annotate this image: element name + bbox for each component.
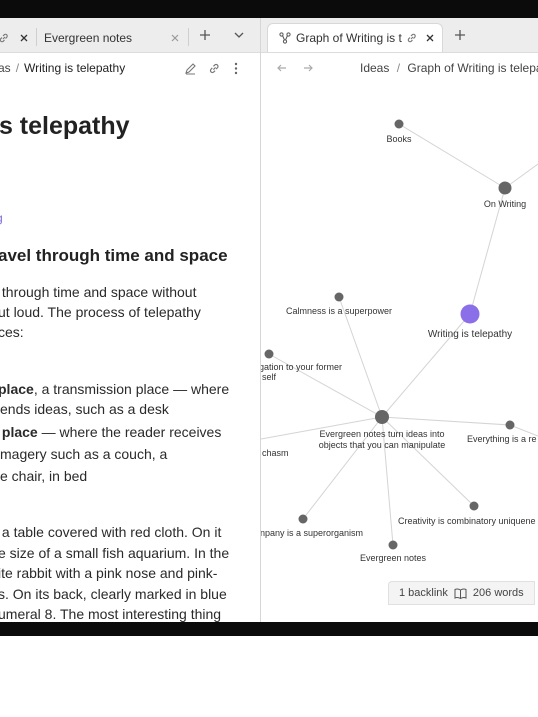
graph-edge: [381, 416, 511, 426]
note-editor[interactable]: is telepathy g avel through time and spa…: [0, 84, 260, 622]
note-heading: avel through time and space: [0, 246, 228, 265]
link-icon[interactable]: [206, 62, 222, 75]
edit-pencil-icon[interactable]: [182, 62, 198, 75]
breadcrumb-current[interactable]: Writing is telepathy: [24, 61, 126, 75]
graph-edge: [302, 416, 383, 520]
graph-label-on-writing: On Writing: [484, 199, 526, 209]
device-bezel-top: [0, 0, 538, 18]
graph-edge: [381, 416, 394, 546]
chevron-down-icon[interactable]: [231, 27, 247, 43]
graph-node-evergreen-turn[interactable]: [375, 410, 389, 424]
left-tab-bar: Evergreen notes: [0, 18, 260, 53]
list-item-text: — where the reader receives: [37, 424, 222, 440]
graph-node-company[interactable]: [298, 514, 308, 524]
graph-node-creativity[interactable]: [469, 501, 479, 511]
graph-label-writing-is-telepathy: Writing is telepathy: [428, 329, 512, 340]
forward-arrow-icon[interactable]: [301, 62, 315, 74]
breadcrumb-parent[interactable]: Ideas: [360, 61, 390, 75]
link-icon: [404, 32, 420, 44]
tab-graph[interactable]: Graph of Writing is t: [267, 23, 443, 52]
graph-icon: [278, 32, 292, 44]
graph-label-books: Books: [386, 134, 412, 144]
new-tab-plus-icon[interactable]: [197, 27, 213, 43]
graph-node-books[interactable]: [394, 119, 404, 129]
graph-view[interactable]: Books On Writing Calmness is a superpowe…: [259, 84, 538, 622]
graph-node-navigation[interactable]: [264, 349, 274, 359]
graph-node-writing-is-telepathy[interactable]: [460, 304, 480, 324]
backlinks-count[interactable]: 1 backlink: [399, 587, 448, 599]
graph-label-chasm: chasm: [262, 448, 289, 458]
list-item-continuation: e chair, in bed: [0, 468, 88, 484]
tab-label: Graph of Writing is t: [296, 31, 402, 45]
graph-edge: [338, 296, 383, 418]
graph-label-evergreen-turn-line1: Evergreen notes turn ideas into: [319, 429, 444, 439]
graph-edges: [260, 123, 538, 546]
close-tab-icon[interactable]: [16, 33, 32, 43]
graph-label-creativity: Creativity is combinatory uniquene: [398, 516, 536, 526]
more-options-icon[interactable]: [230, 62, 242, 75]
graph-edge: [469, 187, 506, 315]
list-item-bold: place: [0, 381, 34, 397]
breadcrumb-separator: /: [15, 61, 20, 75]
graph-edge: [260, 416, 383, 440]
graph-label-evergreen-turn-line2: objects that you can manipulate: [319, 440, 446, 450]
close-tab-icon[interactable]: [422, 33, 438, 43]
graph-label-navigation-line2: self: [262, 372, 277, 382]
left-view-header: as / Writing is telepathy: [0, 53, 258, 83]
graph-nodes[interactable]: [264, 119, 515, 550]
breadcrumb-current[interactable]: Graph of Writing is telepat: [407, 61, 538, 75]
book-icon: [454, 588, 467, 599]
app-window: Evergreen notes Graph of Writing is t: [0, 18, 538, 622]
graph-edge: [509, 424, 538, 437]
graph-edge: [381, 416, 475, 507]
graph-edge: [398, 123, 506, 189]
breadcrumb-separator: /: [396, 61, 401, 75]
pane-divider[interactable]: [260, 18, 261, 622]
close-tab-icon[interactable]: [168, 33, 182, 43]
list-item-text: , a transmission place — where: [33, 381, 230, 397]
graph-node-evergreen-notes[interactable]: [388, 540, 398, 550]
graph-node-on-writing[interactable]: [498, 181, 512, 195]
tab-label: Evergreen notes: [44, 30, 133, 45]
breadcrumb-parent[interactable]: as: [0, 61, 11, 75]
graph-label-navigation-line1: gation to your former: [261, 362, 342, 372]
tab-previous[interactable]: [0, 23, 36, 52]
list-item: place, a transmission place — where: [0, 378, 229, 400]
graph-edge: [381, 313, 471, 418]
note-paragraph: through time and space without ut loud. …: [0, 284, 201, 340]
list-item-continuation: ends ideas, such as a desk: [0, 401, 169, 417]
note-title: is telepathy: [0, 112, 130, 140]
new-tab-plus-icon[interactable]: [452, 27, 468, 43]
graph-edge: [504, 163, 538, 189]
note-tag[interactable]: g: [0, 211, 3, 225]
graph-label-company: npany is a superorganism: [261, 528, 363, 538]
right-tab-bar: Graph of Writing is t: [261, 18, 538, 53]
right-view-header: Ideas / Graph of Writing is telepat: [261, 53, 538, 83]
list-item: place — where the reader receives: [0, 421, 221, 443]
graph-edge: [268, 353, 383, 418]
note-story-paragraph: a table covered with red cloth. On it e …: [0, 524, 230, 622]
graph-label-everything: Everything is a re: [467, 434, 537, 444]
device-bezel-bottom: [0, 622, 538, 636]
graph-labels: Books On Writing Calmness is a superpowe…: [259, 134, 537, 563]
graph-canvas[interactable]: Books On Writing Calmness is a superpowe…: [259, 84, 538, 622]
graph-label-calmness: Calmness is a superpower: [286, 306, 392, 316]
word-count: 206 words: [472, 587, 524, 599]
link-icon: [0, 32, 12, 44]
tab-evergreen-notes[interactable]: Evergreen notes: [38, 23, 188, 52]
back-arrow-icon[interactable]: [275, 62, 289, 74]
graph-node-everything[interactable]: [505, 420, 515, 430]
graph-node-calmness[interactable]: [334, 292, 344, 302]
list-item-continuation: magery such as a couch, a: [0, 446, 168, 462]
status-bar: 1 backlink 206 words: [388, 581, 535, 605]
list-item-bold: place: [0, 424, 38, 440]
graph-label-evergreen-notes: Evergreen notes: [360, 553, 427, 563]
